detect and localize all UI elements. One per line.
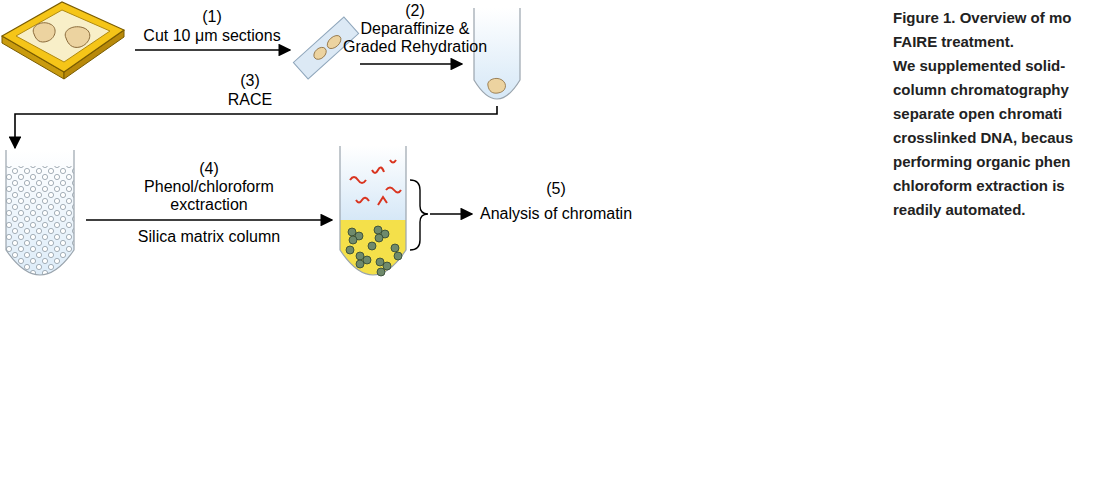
bracket: [410, 180, 428, 250]
step-number: (5): [526, 180, 586, 198]
step-number: (4): [179, 160, 239, 178]
step-label: Analysis of chromatin: [466, 205, 646, 223]
open-dna: [390, 160, 396, 163]
step-label: Deparaffinize & Graded Rehydration: [340, 20, 490, 56]
process-arrow: [430, 213, 472, 215]
step-number: (1): [182, 8, 242, 26]
nucleosome: [349, 236, 357, 244]
chromatin-fragments: [0, 166, 80, 300]
process-arrow: [360, 63, 462, 65]
open-dna: [356, 198, 369, 203]
nucleosome: [368, 242, 376, 250]
tube-liquid: [0, 150, 80, 300]
nucleosome: [356, 260, 364, 268]
test-tube: [340, 146, 406, 275]
tissue-piece: [65, 27, 90, 48]
aqueous-phase: [335, 146, 415, 220]
open-dna: [350, 177, 366, 183]
nucleosome: [383, 262, 391, 270]
nucleosome-cluster: [346, 226, 402, 276]
step-label: Cut 10 μm sections: [112, 27, 312, 45]
tissue-section: [325, 33, 344, 51]
step-label: Silica matrix column: [109, 228, 309, 246]
step-number: (2): [385, 2, 445, 20]
nucleosome: [391, 244, 399, 252]
nucleosome: [375, 234, 383, 242]
tissue-section: [312, 45, 329, 62]
process-arrow: [15, 106, 497, 148]
tube-contents: [335, 146, 415, 300]
open-dna: [378, 197, 387, 205]
tissue-piece: [33, 23, 55, 42]
nucleosome: [377, 268, 385, 276]
open-dna: [372, 167, 384, 173]
caption-body: We supplemented solid- column chromatogr…: [893, 54, 1105, 222]
tissue-piece: [488, 78, 506, 93]
process-arrow: [135, 49, 290, 51]
open-dna: [386, 188, 401, 193]
figure-caption: Figure 1. Overview of mo FAIRE treatment…: [893, 6, 1105, 54]
step-label: RACE: [200, 91, 300, 109]
test-tube: [6, 150, 74, 275]
step-label: Phenol/chloroform exctraction: [134, 178, 284, 214]
tube-contents: [0, 150, 80, 300]
step-number: (3): [220, 72, 280, 90]
nucleosome: [346, 246, 354, 254]
nucleosome: [394, 252, 402, 260]
paraffin-block: [16, 10, 110, 62]
tissue-cassette: [2, 2, 124, 72]
process-arrow: [86, 219, 332, 221]
